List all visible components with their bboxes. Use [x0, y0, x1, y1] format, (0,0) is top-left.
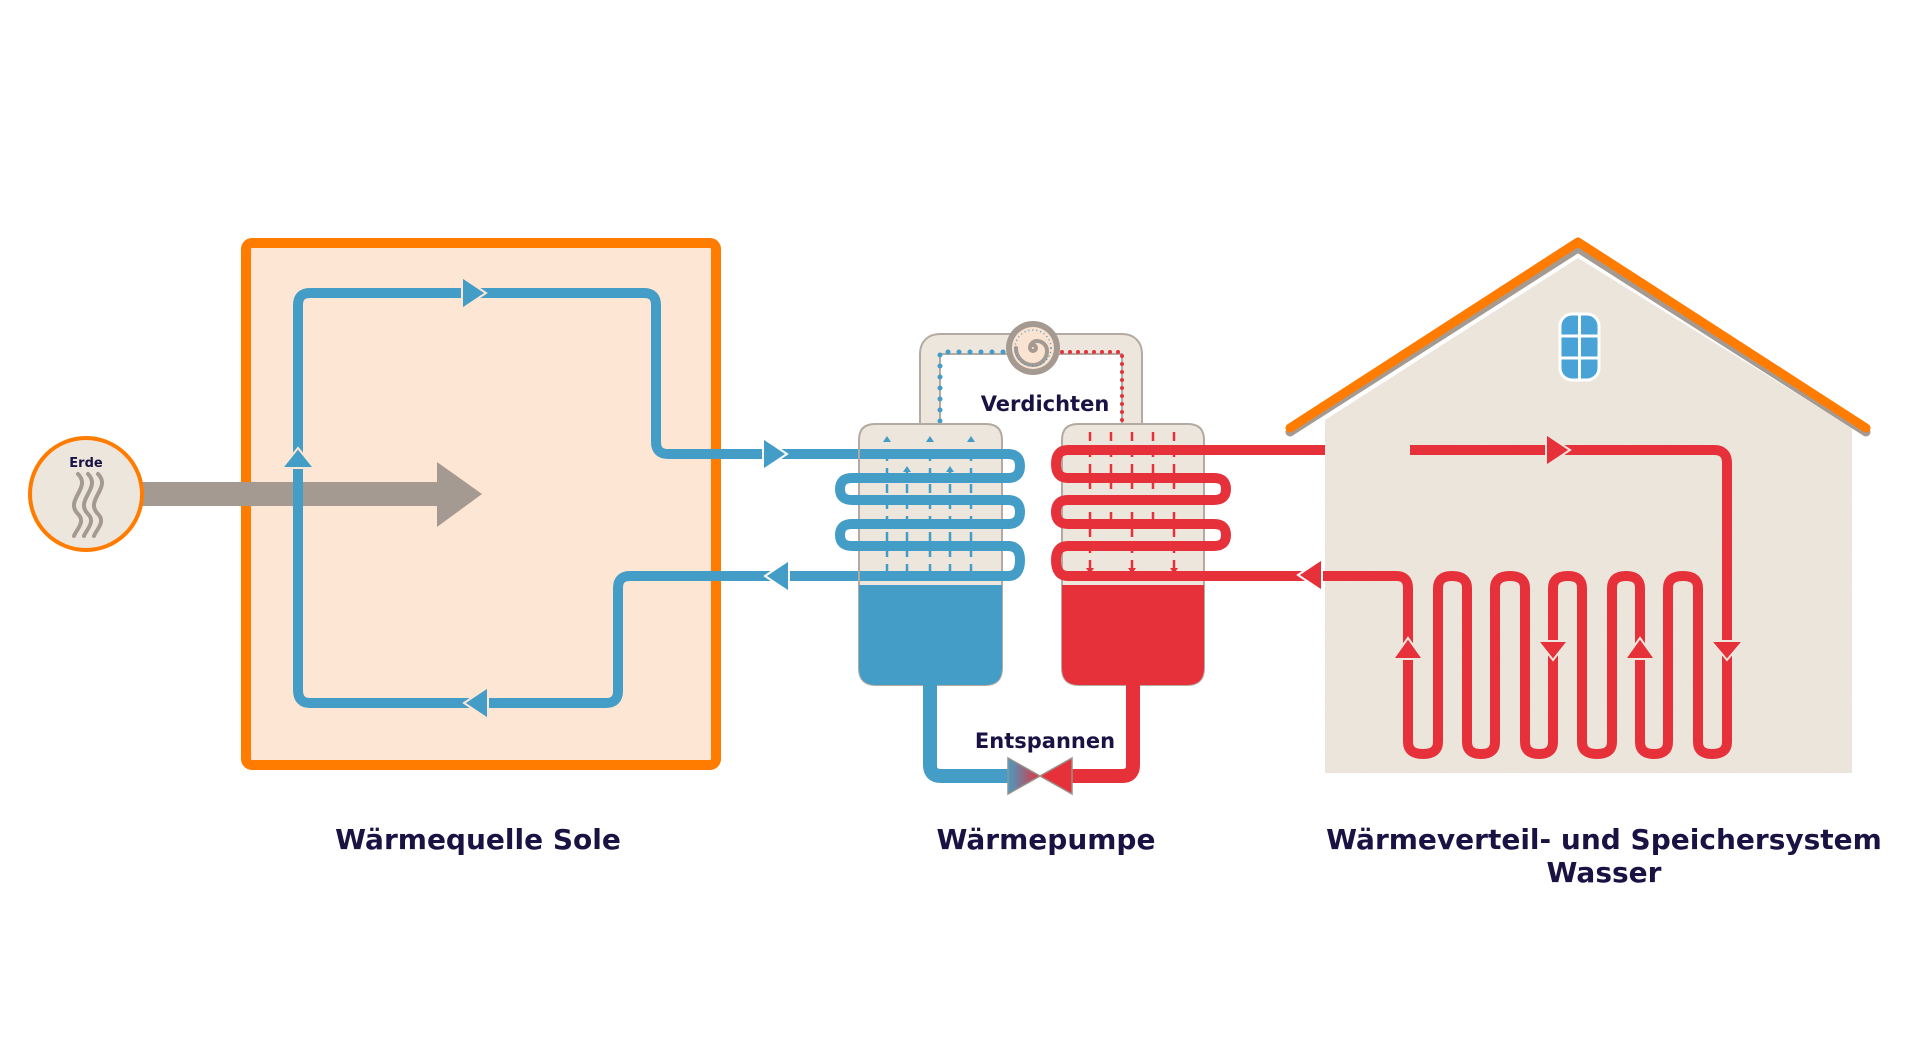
floor-heating-coil [1204, 571, 1732, 759]
heat-waves-icon [71, 472, 105, 538]
spiral-compressor-icon [1006, 321, 1060, 375]
earth-label: Erde [69, 456, 103, 471]
condenser-coil [1051, 445, 1420, 581]
house-title-line2: Wasser [1547, 856, 1662, 889]
evaporator-coil [835, 449, 1025, 581]
flow-arrow-left-icon [763, 558, 790, 594]
flow-arrow-up-icon [1391, 636, 1425, 660]
compressor-label: Verdichten [981, 392, 1110, 416]
house-title-line1: Wärmeverteil- und Speichersystem [1326, 823, 1882, 856]
evaporator-tank [858, 423, 1003, 686]
flow-arrow-down-icon [1535, 640, 1571, 662]
window-icon [1558, 312, 1601, 382]
flow-arrow-up-icon [1623, 636, 1657, 660]
house-section: Wärmeverteil- und Speichersystem Wasser [1204, 237, 1882, 889]
flow-arrow-right-icon [762, 436, 789, 472]
flow-arrow-down-icon [1708, 640, 1746, 662]
heat-pump-section: Verdichten Entspannen Wärmepumpe [835, 321, 1420, 856]
brine-loop [293, 288, 860, 708]
flow-arrow-right-icon [461, 275, 488, 311]
expansion-valve-icon [1007, 756, 1073, 796]
heat-pump-title: Wärmepumpe [937, 823, 1156, 856]
condenser-tank [1061, 423, 1205, 686]
flow-arrow-left-icon [462, 685, 489, 721]
heat-input-arrow [140, 462, 482, 527]
expansion-label: Entspannen [975, 729, 1115, 753]
heating-supply-pipe [1410, 445, 1732, 742]
earth-circle: Erde [28, 436, 144, 552]
flow-arrow-right-icon [1545, 432, 1572, 468]
heat-source-title: Wärmequelle Sole [335, 823, 621, 856]
flow-arrow-up-icon [279, 446, 317, 469]
heat-source-section: Erde Wärmequelle Sole [28, 238, 860, 856]
flow-arrow-left-icon [1296, 557, 1323, 593]
